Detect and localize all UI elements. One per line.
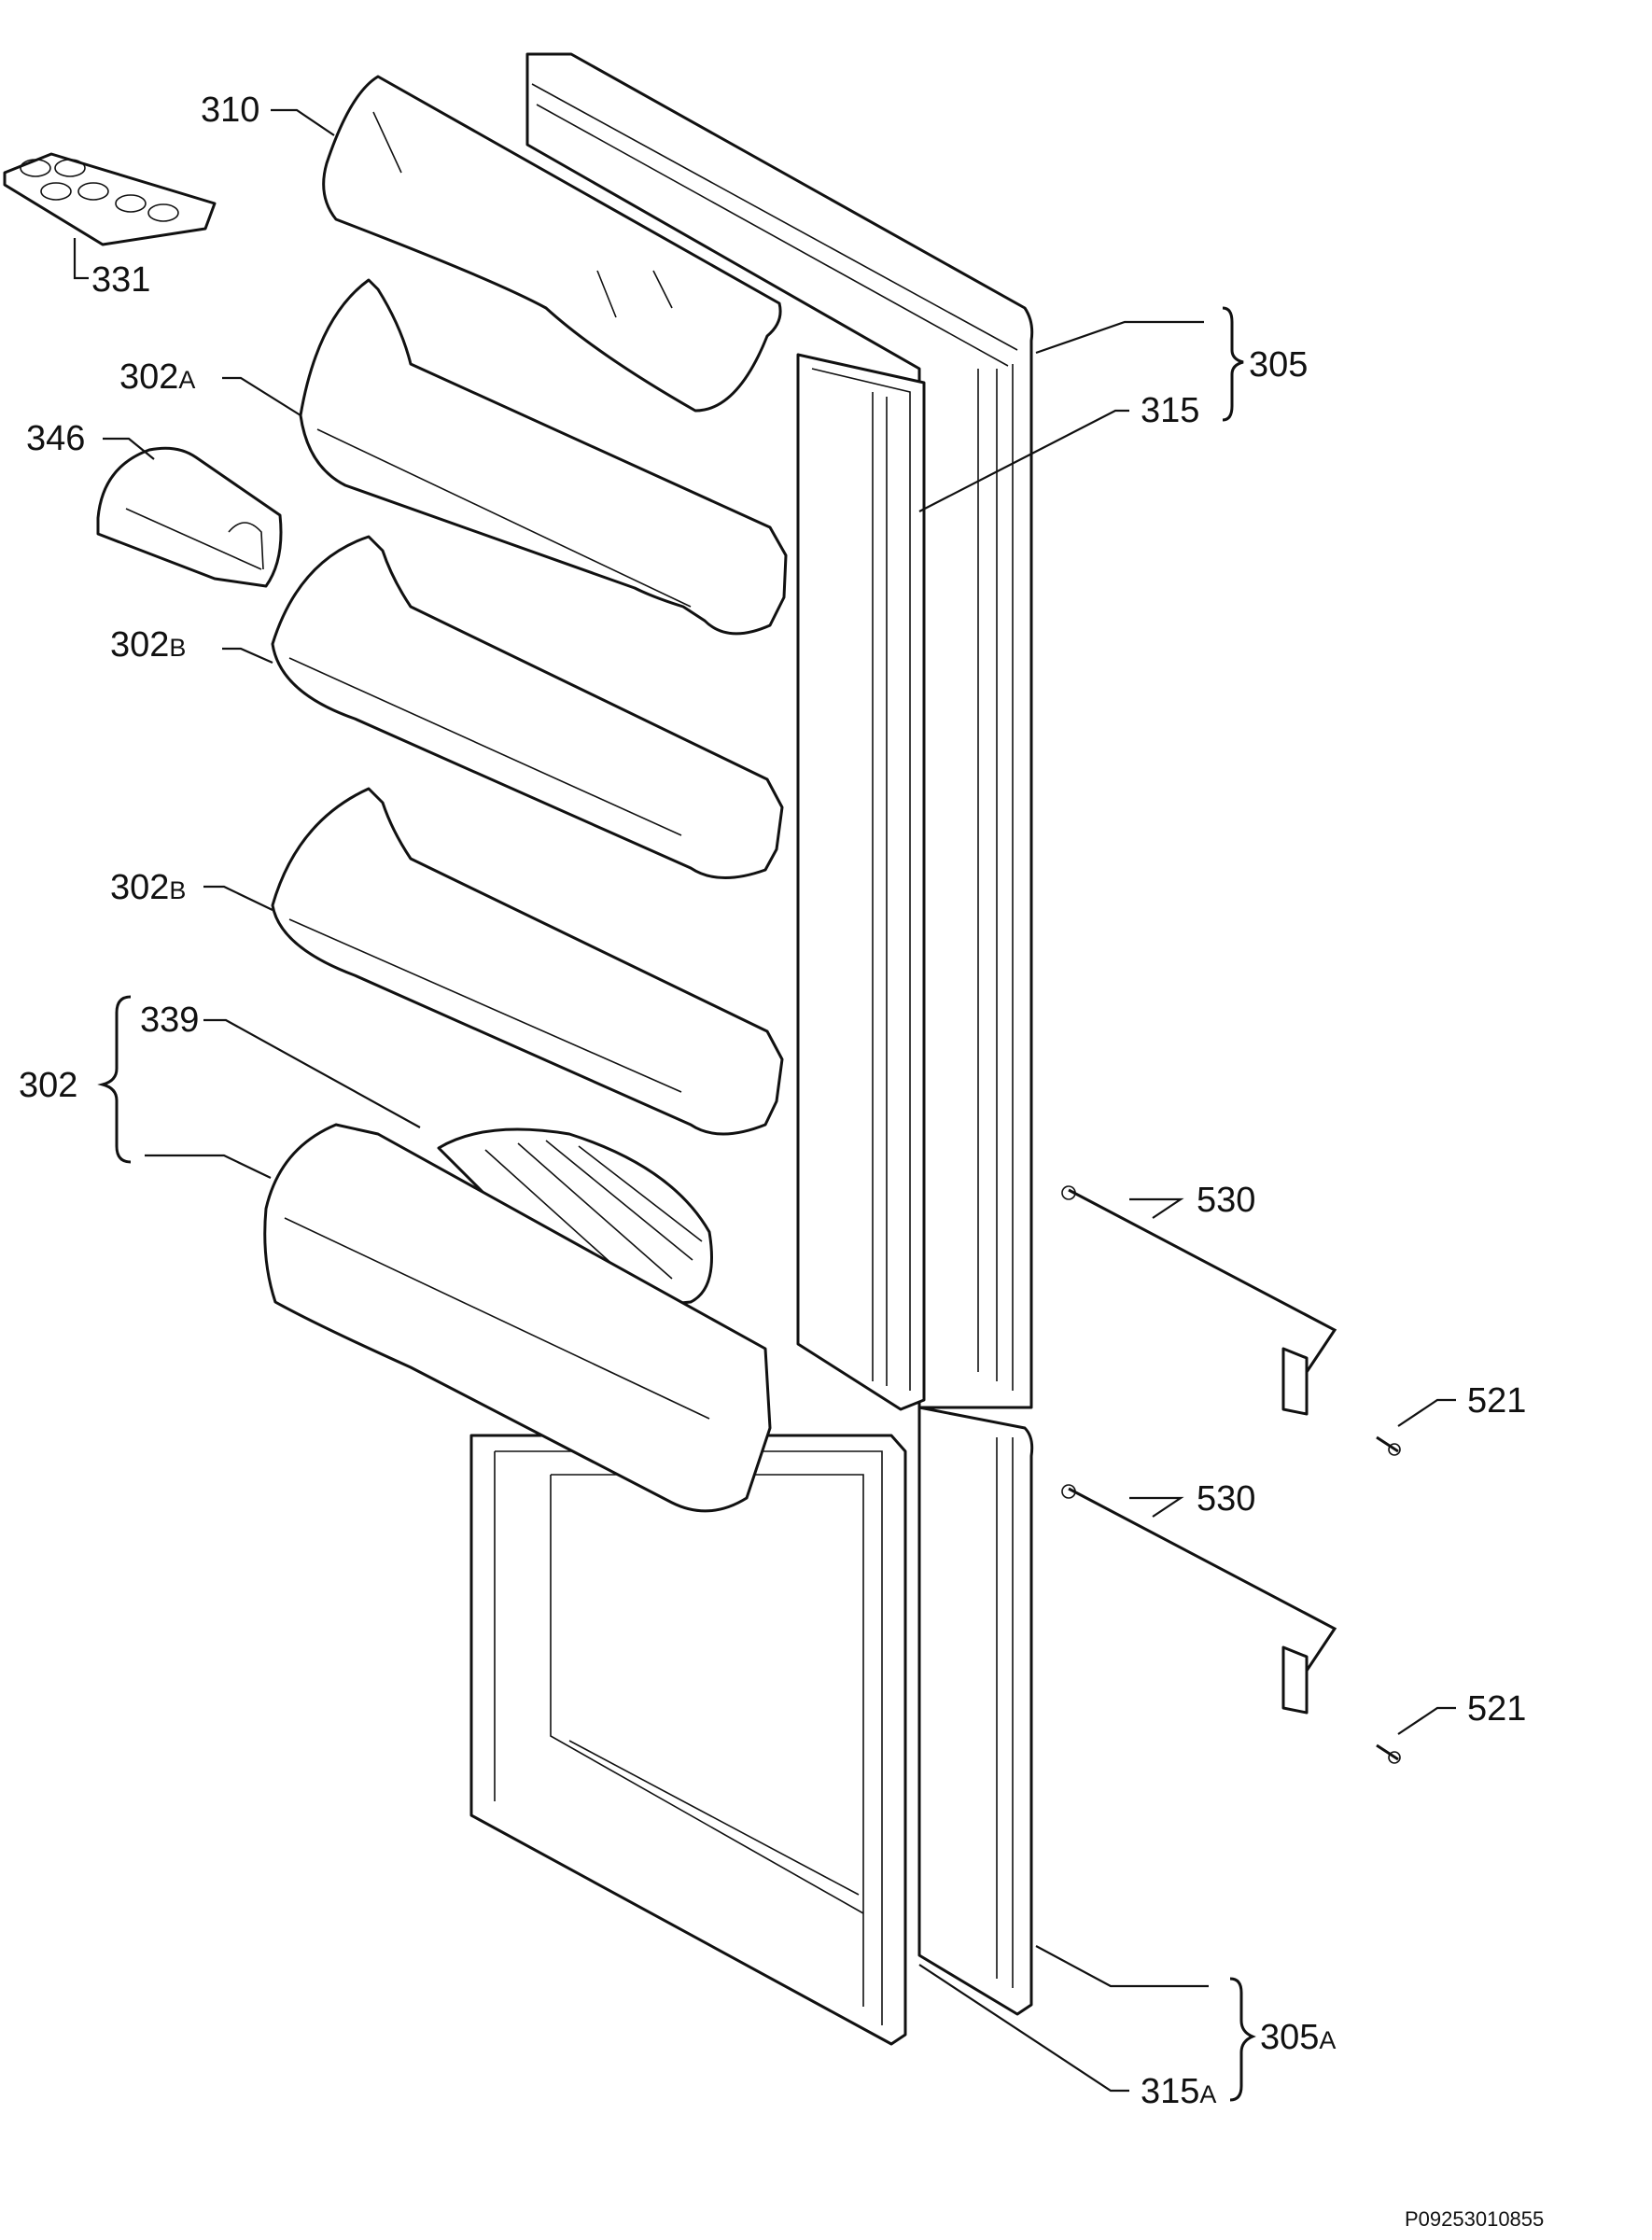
egg-tray-331 xyxy=(3,152,217,246)
hinge-pin-530-lower xyxy=(1061,1484,1337,1715)
screw-521-upper xyxy=(1376,1435,1401,1456)
bottle-shelf-302 xyxy=(263,1123,772,1513)
callout-302a: 302A xyxy=(119,357,195,397)
bottle-shelf-302b-lower xyxy=(271,787,784,1136)
callout-530-upper: 530 xyxy=(1197,1181,1255,1220)
callout-346: 346 xyxy=(26,419,85,458)
brace-305 xyxy=(1222,306,1244,422)
screw-521-lower xyxy=(1376,1743,1401,1764)
upper-gasket-315 xyxy=(796,353,926,1411)
callout-310: 310 xyxy=(201,91,259,130)
leader-lines xyxy=(73,108,1456,2093)
upper-door-305 xyxy=(525,52,1034,1409)
hinge-pin-530-upper xyxy=(1061,1185,1337,1416)
brace-305a xyxy=(1229,1977,1256,2102)
callout-530-lower: 530 xyxy=(1197,1479,1255,1519)
dairy-cover-310 xyxy=(322,75,782,413)
lower-gasket-315a xyxy=(469,1434,907,2046)
lower-door-305a xyxy=(917,1406,1034,2016)
drawing-reference-number: P09253010855 xyxy=(1405,2207,1544,2231)
bottle-shelf-302b-upper xyxy=(271,535,784,879)
brace-302 xyxy=(97,995,132,1164)
callout-315: 315 xyxy=(1141,391,1199,430)
callout-521-lower: 521 xyxy=(1467,1689,1526,1729)
callout-305a: 305A xyxy=(1260,2018,1336,2057)
callout-339: 339 xyxy=(140,1001,199,1040)
butter-box-346 xyxy=(96,446,283,588)
callout-315a: 315A xyxy=(1141,2072,1216,2111)
callout-302: 302 xyxy=(19,1066,77,1105)
callout-521-upper: 521 xyxy=(1467,1381,1526,1421)
callout-302b-lower: 302B xyxy=(110,868,186,907)
callout-331: 331 xyxy=(91,260,150,300)
callout-305: 305 xyxy=(1249,345,1308,385)
callout-302b-upper: 302B xyxy=(110,625,186,665)
dairy-shelf-302a xyxy=(299,278,788,636)
